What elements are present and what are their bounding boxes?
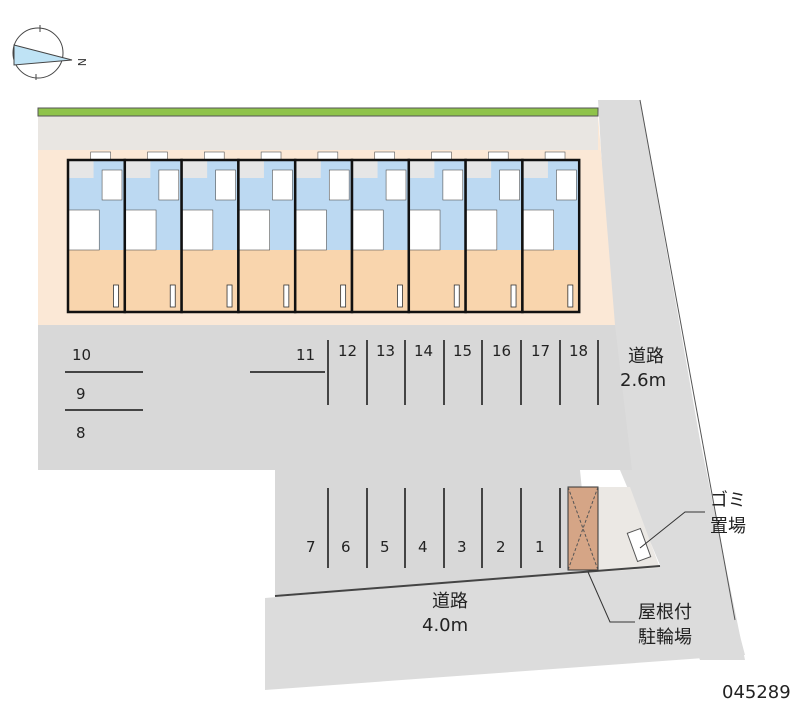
parking-14: 14 — [414, 342, 433, 360]
road-right-label: 道路 — [628, 346, 664, 367]
garbage-label-2: 置場 — [710, 516, 746, 537]
parking-4: 4 — [418, 538, 428, 556]
apartment-unit — [521, 151, 581, 314]
front-walk — [38, 115, 598, 150]
apartment-unit — [350, 151, 411, 314]
parking-15: 15 — [453, 342, 472, 360]
parking-18: 18 — [569, 342, 588, 360]
parking-3: 3 — [457, 538, 467, 556]
apartment-unit — [123, 151, 183, 314]
parking-17: 17 — [531, 342, 550, 360]
parking-9: 9 — [76, 385, 86, 403]
parking-10: 10 — [72, 346, 91, 364]
parking-5: 5 — [380, 538, 390, 556]
road-bottom-width: 4.0m — [422, 615, 468, 636]
parking-6: 6 — [341, 538, 351, 556]
parking-16: 16 — [492, 342, 511, 360]
parking-8: 8 — [76, 424, 86, 442]
bike-label-2: 駐輪場 — [638, 627, 692, 648]
apartment-unit — [407, 151, 467, 314]
parking-13: 13 — [376, 342, 395, 360]
building — [66, 151, 581, 314]
apartment-unit — [66, 151, 127, 314]
parking-2: 2 — [496, 538, 506, 556]
parking-7: 7 — [306, 538, 316, 556]
road-bottom-label: 道路 — [432, 591, 468, 612]
parking-area — [38, 325, 632, 595]
garbage-label-1: ゴミ — [710, 490, 746, 511]
road-right — [598, 100, 745, 660]
apartment-unit — [464, 151, 524, 314]
parking-1: 1 — [535, 538, 545, 556]
north-label: N — [75, 58, 88, 66]
property-code: 045289 — [722, 682, 791, 703]
apartment-unit — [293, 151, 354, 314]
parking-12: 12 — [338, 342, 357, 360]
compass-icon: N — [12, 25, 88, 80]
garbage-bin — [626, 527, 652, 563]
bike-label-1: 屋根付 — [638, 602, 692, 623]
apartment-unit — [180, 151, 240, 314]
road-bottom — [265, 560, 745, 690]
road-right-width: 2.6m — [620, 370, 666, 391]
hedge — [37, 107, 599, 117]
apartment-unit — [237, 151, 297, 314]
parking-11: 11 — [296, 346, 315, 364]
parking-lines — [65, 340, 599, 568]
bike-shelter — [567, 486, 599, 571]
